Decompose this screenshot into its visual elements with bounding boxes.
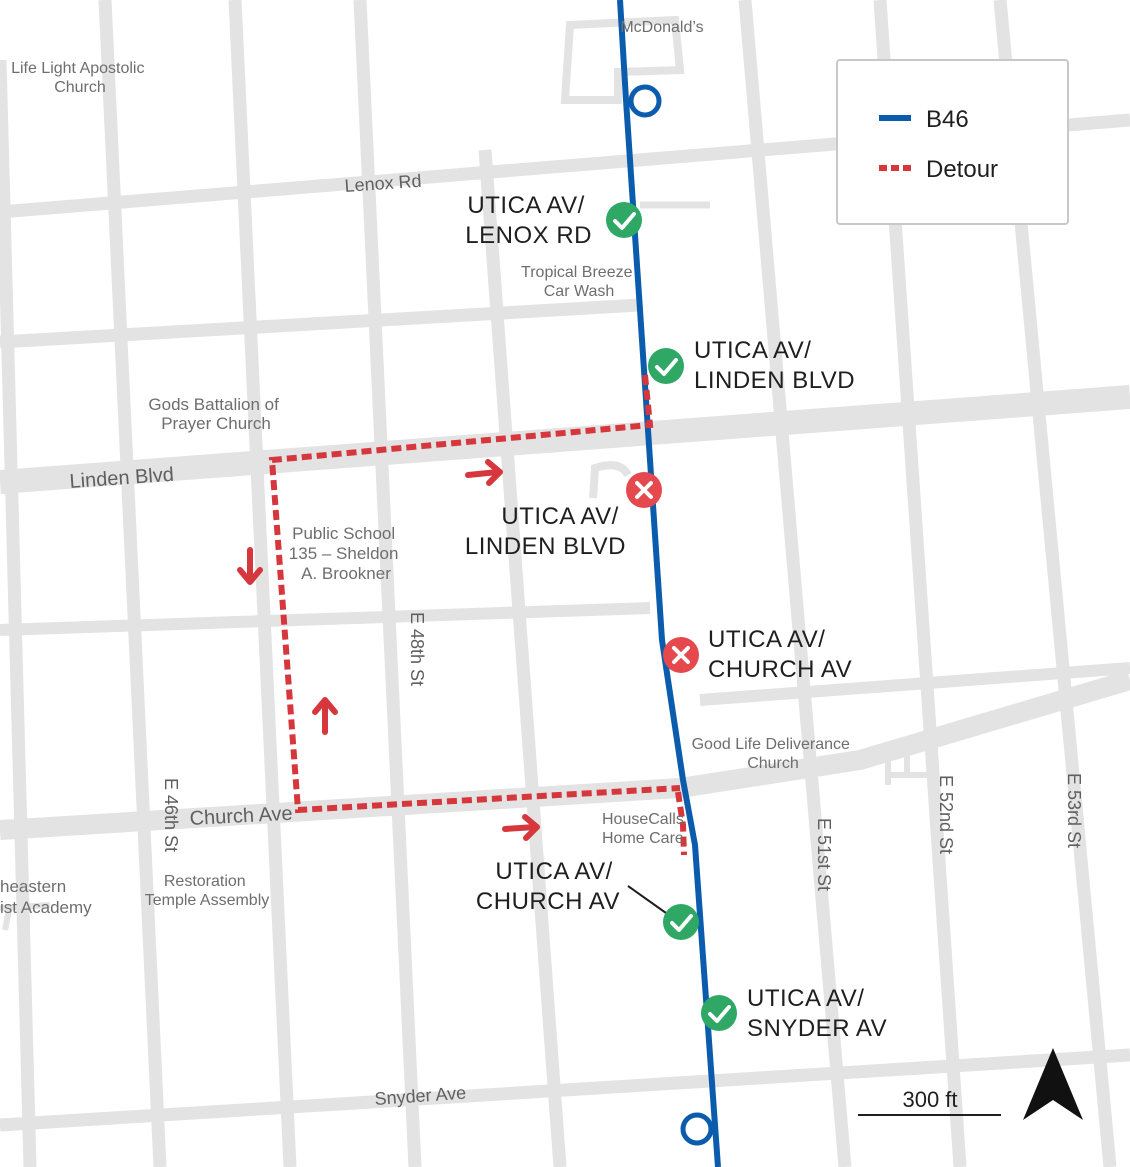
checkmark-icon: [613, 212, 636, 230]
checkmark-icon: [670, 914, 693, 932]
poi-label-restoration: Restoration Temple Assembly: [145, 873, 270, 909]
stop-label-snyder-open: UTICA AV/ SNYDER AV: [747, 985, 887, 1042]
poi-label-northeastern: heastern ist Academy: [0, 877, 92, 917]
street-label-snyder-ave: Snyder Ave: [374, 1083, 467, 1109]
x-icon: [672, 646, 690, 664]
street-label-e53rd-st: E 53rd St: [1064, 773, 1084, 848]
scale-label: 300 ft: [902, 1087, 957, 1112]
poi-label-good-life: Good Life Deliverance Church: [692, 736, 855, 772]
stop-label-lenox-open: UTICA AV/ LENOX RD: [465, 192, 592, 249]
poi-label-life-light: Life Light Apostolic Church: [11, 60, 149, 96]
checkmark-icon: [708, 1005, 731, 1023]
stop-label-church-open: UTICA AV/ CHURCH AV: [476, 858, 620, 915]
legend: B46 Detour: [836, 59, 1069, 225]
street-label-e51st-st: E 51st St: [814, 818, 834, 891]
stop-marker-linden-open: [648, 348, 684, 384]
checkmark-icon: [655, 358, 678, 376]
street-label-e46th-st: E 46th St: [161, 778, 181, 852]
x-icon: [635, 481, 653, 499]
street-label-e48th-st: E 48th St: [407, 612, 427, 686]
stop-marker-church-open: [627, 885, 699, 940]
arrow-south-icon: [237, 547, 263, 585]
legend-route-label: B46: [926, 106, 969, 133]
stop-label-linden-closed: UTICA AV/ LINDEN BLVD: [465, 503, 626, 560]
poi-label-tropical-breeze: Tropical Breeze Car Wash: [521, 264, 637, 300]
legend-box: [836, 59, 1069, 225]
street-label-lenox-rd: Lenox Rd: [344, 171, 422, 196]
poi-label-mcdonalds: McDonald’s: [620, 19, 703, 36]
poi-label-gods-battalion: Gods Battalion of Prayer Church: [148, 395, 283, 433]
arrow-east-icon: [465, 459, 503, 486]
stop-leader-line: [627, 885, 667, 914]
scale-bar: 300 ft: [858, 1087, 1001, 1116]
arrow-east-icon: [502, 814, 540, 841]
poi-label-public-school: Public School 135 – Sheldon A. Brookner: [289, 524, 403, 583]
arrow-north-icon: [312, 697, 338, 735]
stop-marker-linden-closed: [626, 472, 662, 508]
stop-marker-lenox-open: [606, 202, 642, 238]
north-arrow-icon: [1023, 1048, 1083, 1120]
legend-detour-label: Detour: [926, 156, 998, 183]
stop-marker-church-closed: [663, 637, 699, 673]
poi-label-housecalls: HouseCalls Home Care: [602, 811, 688, 847]
stop-label-church-closed: UTICA AV/ CHURCH AV: [708, 626, 852, 683]
detour-direction-arrows: [237, 459, 540, 841]
street-label-church-ave: Church Ave: [189, 803, 293, 830]
street-label-e52nd-st: E 52nd St: [936, 775, 956, 854]
route-terminal-south: [680, 1112, 714, 1146]
b46-route-line: [617, 0, 721, 1167]
stop-label-linden-open: UTICA AV/ LINDEN BLVD: [694, 337, 855, 394]
stop-marker-snyder-open: [701, 995, 737, 1031]
route-terminal-north: [628, 84, 662, 118]
detour-path: [268, 374, 687, 856]
